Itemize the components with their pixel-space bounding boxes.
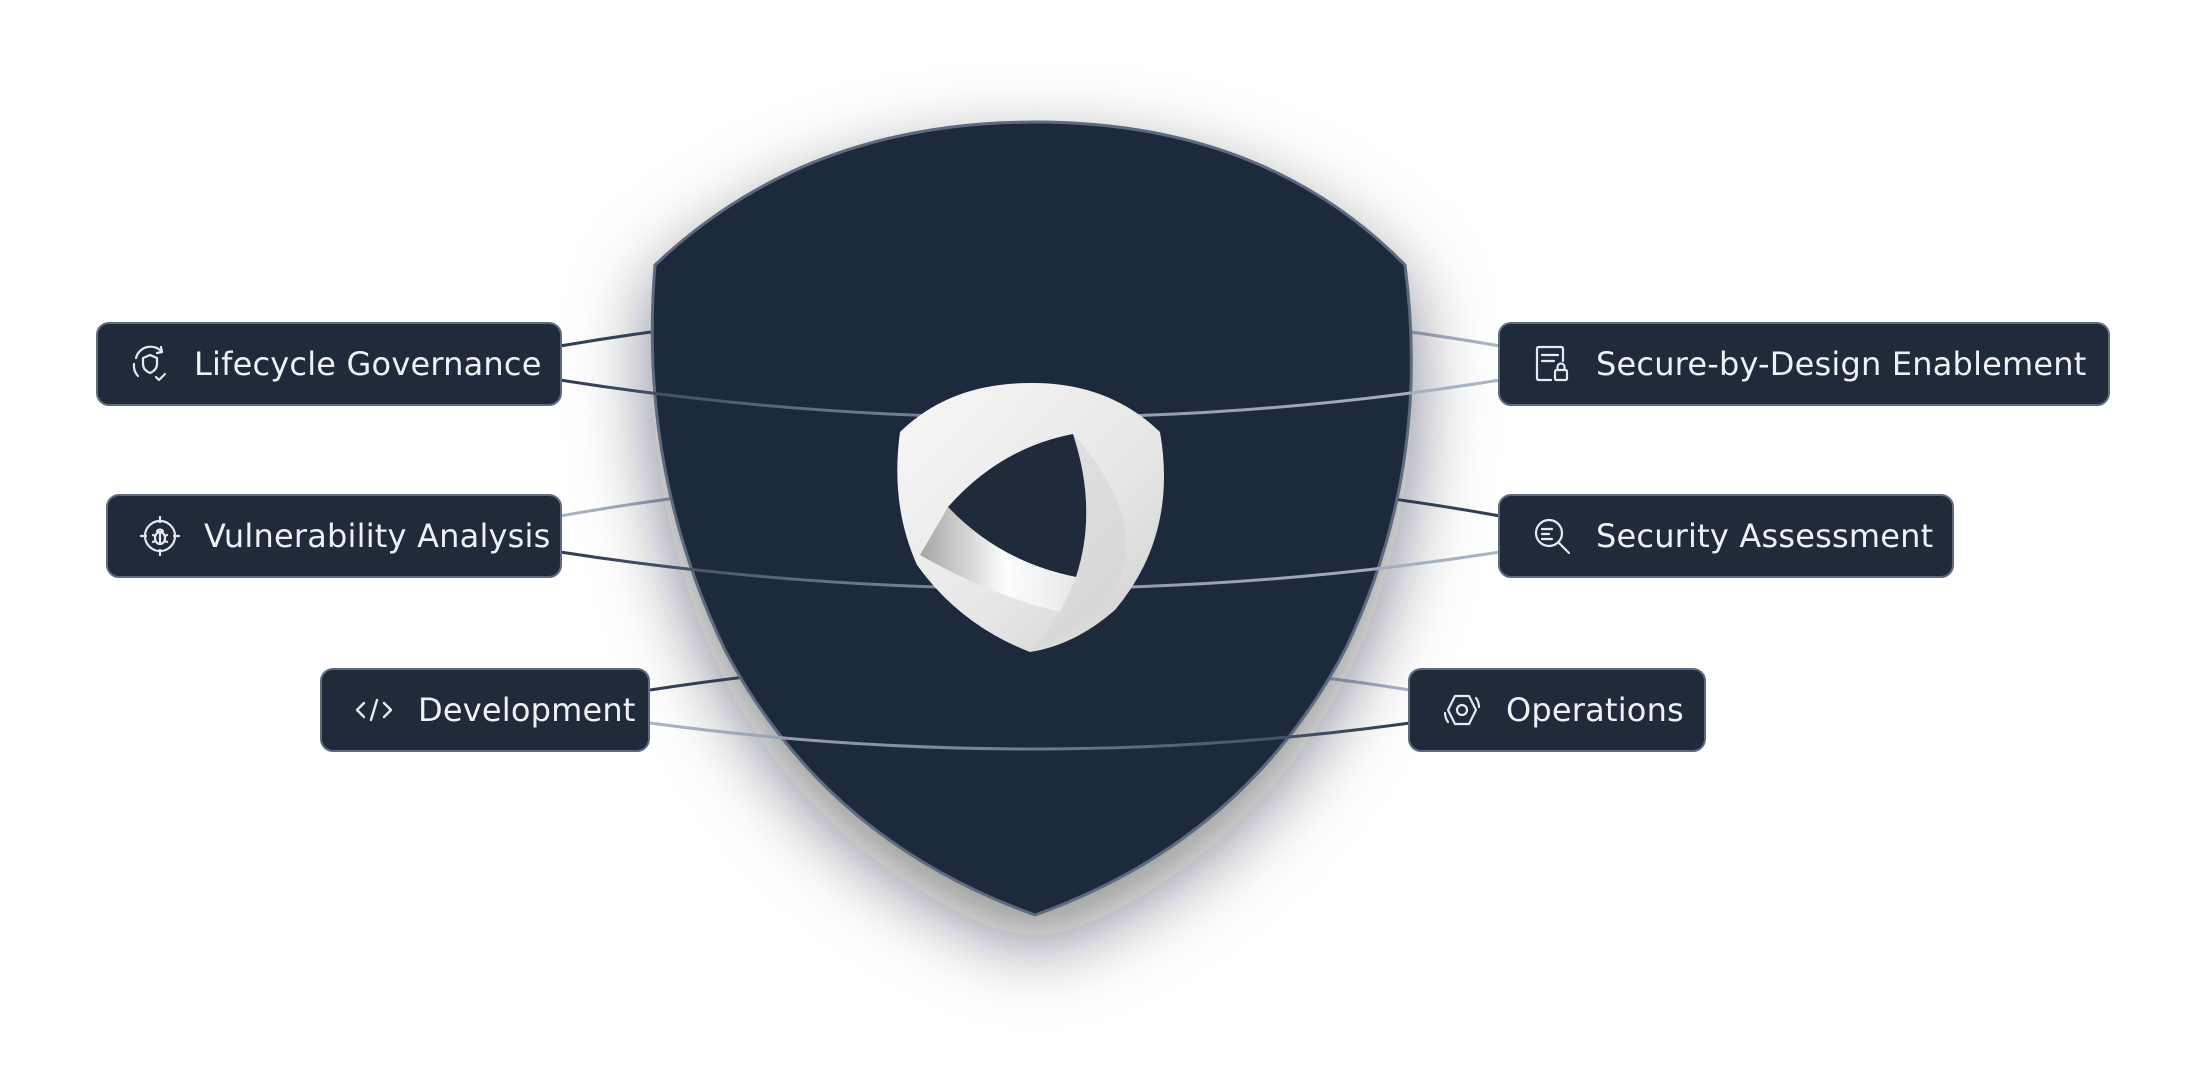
gear-cycle-icon — [1440, 688, 1484, 732]
node-label: Lifecycle Governance — [194, 345, 542, 383]
bug-target-icon — [138, 514, 182, 558]
node-label: Vulnerability Analysis — [204, 517, 551, 555]
node-label: Security Assessment — [1596, 517, 1934, 555]
orbit-ring-bottom-front — [649, 721, 1411, 751]
document-lock-icon — [1530, 342, 1574, 386]
node-secure-by-design-enablement: Secure-by-Design Enablement — [1498, 322, 2110, 406]
node-label: Secure-by-Design Enablement — [1596, 345, 2087, 383]
search-list-icon — [1530, 514, 1574, 558]
node-operations: Operations — [1408, 668, 1706, 752]
node-vulnerability-analysis: Vulnerability Analysis — [106, 494, 562, 578]
node-label: Development — [418, 691, 636, 729]
node-lifecycle-governance: Lifecycle Governance — [96, 322, 562, 406]
node-development: Development — [320, 668, 650, 752]
node-label: Operations — [1506, 691, 1684, 729]
code-brackets-icon — [352, 688, 396, 732]
lifecycle-shield-icon — [128, 342, 172, 386]
node-security-assessment: Security Assessment — [1498, 494, 1954, 578]
shield-logo-icon — [897, 382, 1164, 652]
